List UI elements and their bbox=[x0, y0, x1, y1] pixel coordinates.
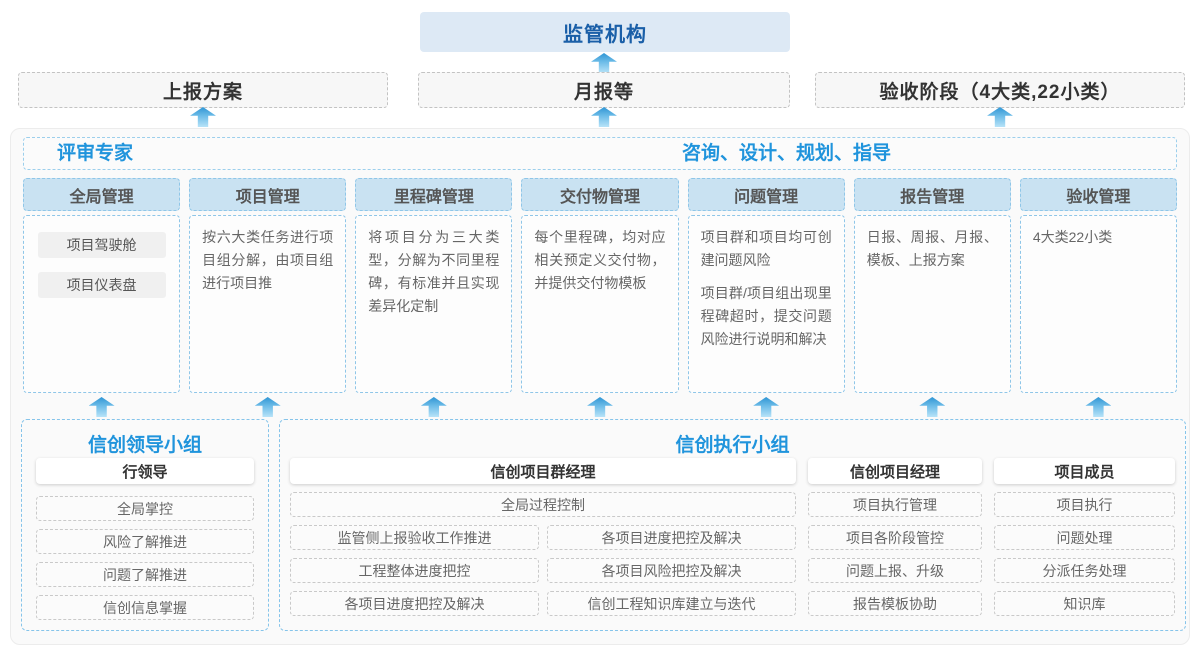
duty-item: 各项目进度把控及解决 bbox=[547, 525, 796, 550]
up-arrow-icon bbox=[1085, 397, 1112, 417]
column-header: 项目管理 bbox=[189, 178, 347, 211]
column-body: 4大类22小类 bbox=[1019, 215, 1177, 393]
feature-chip: 项目仪表盘 bbox=[37, 272, 166, 298]
duty-item: 各项目进度把控及解决 bbox=[290, 591, 539, 616]
review-experts-title: 评审专家 bbox=[57, 143, 134, 164]
role-header: 行领导 bbox=[36, 458, 254, 484]
report-box-label: 验收阶段（4大类,22小类） bbox=[879, 81, 1121, 103]
program-manager-grid: 监管侧上报验收工作推进 各项目进度把控及解决 工程整体进度把控 各项目风险把控及… bbox=[290, 525, 796, 616]
column-description: 项目群/项目组出现里程碑超时，提交问题风险进行说明和解决 bbox=[700, 285, 832, 348]
project-member-column: 项目成员 项目执行 问题处理 分派任务处理 知识库 bbox=[994, 458, 1175, 616]
column-body: 日报、周报、月报、模板、上报方案 bbox=[853, 215, 1011, 393]
arrow-slot bbox=[189, 397, 346, 418]
regulator-box: 监管机构 bbox=[420, 12, 790, 52]
duty-item: 信创工程知识库建立与迭代 bbox=[547, 591, 796, 616]
role-header: 信创项目经理 bbox=[808, 458, 982, 484]
duty-item: 知识库 bbox=[994, 591, 1175, 616]
duty-item: 全局掌控 bbox=[36, 496, 254, 521]
report-box-label: 月报等 bbox=[573, 81, 634, 103]
column-description: 每个里程碑，均对应相关预定义交付物，并提供交付物模板 bbox=[534, 229, 666, 292]
column-acceptance-mgmt: 验收管理 4大类22小类 bbox=[1019, 178, 1177, 393]
column-header: 报告管理 bbox=[853, 178, 1011, 211]
report-box-acceptance: 验收阶段（4大类,22小类） bbox=[815, 72, 1185, 108]
arrow-slot bbox=[521, 397, 678, 418]
up-arrow-icon bbox=[190, 107, 216, 127]
column-body: 项目群和项目均可创建问题风险 项目群/项目组出现里程碑超时，提交问题风险进行说明… bbox=[687, 215, 845, 393]
leadership-group-box: 信创领导小组 行领导 全局掌控 风险了解推进 问题了解推进 信创信息掌握 bbox=[21, 419, 269, 631]
column-description: 按六大类任务进行项目组分解，由项目组进行项目推 bbox=[202, 229, 334, 292]
column-header: 全局管理 bbox=[23, 178, 181, 211]
report-box-plan: 上报方案 bbox=[18, 72, 388, 108]
column-header: 里程碑管理 bbox=[355, 178, 513, 211]
column-arrows-row bbox=[23, 397, 1177, 418]
leadership-group-title: 信创领导小组 bbox=[87, 435, 202, 456]
platform-header-band: 评审专家 咨询、设计、规划、指导 bbox=[23, 137, 1177, 170]
platform-columns: 全局管理 项目驾驶舱 项目仪表盘 项目管理 按六大类任务进行项目组分解，由项目组… bbox=[23, 178, 1177, 393]
column-report-mgmt: 报告管理 日报、周报、月报、模板、上报方案 bbox=[853, 178, 1011, 393]
duty-item: 项目执行 bbox=[994, 492, 1175, 517]
duty-item: 项目执行管理 bbox=[808, 492, 982, 517]
up-arrow-icon bbox=[586, 397, 613, 417]
column-description: 日报、周报、月报、模板、上报方案 bbox=[866, 229, 998, 269]
duty-item: 报告模板协助 bbox=[808, 591, 982, 616]
execution-group-content: 信创项目群经理 全局过程控制 监管侧上报验收工作推进 各项目进度把控及解决 工程… bbox=[280, 458, 1185, 616]
execution-group-box: 信创执行小组 信创项目群经理 全局过程控制 监管侧上报验收工作推进 各项目进度把… bbox=[279, 419, 1186, 631]
up-arrow-icon bbox=[753, 397, 780, 417]
duty-item: 项目各阶段管控 bbox=[808, 525, 982, 550]
up-arrow-icon bbox=[591, 107, 617, 127]
role-header: 项目成员 bbox=[994, 458, 1175, 484]
platform-container: 评审专家 咨询、设计、规划、指导 全局管理 项目驾驶舱 项目仪表盘 项目管理 按… bbox=[10, 128, 1190, 645]
report-box-label: 上报方案 bbox=[162, 81, 243, 103]
arrow-slot bbox=[1020, 397, 1177, 418]
up-arrow-icon bbox=[88, 397, 115, 417]
duty-item: 各项目风险把控及解决 bbox=[547, 558, 796, 583]
column-body: 项目驾驶舱 项目仪表盘 bbox=[23, 215, 181, 393]
duty-item: 问题了解推进 bbox=[36, 562, 254, 587]
column-body: 将项目分为三大类型，分解为不同里程碑，有标准并且实现差异化定制 bbox=[355, 215, 513, 393]
consulting-title: 咨询、设计、规划、指导 bbox=[682, 143, 892, 164]
arrow-slot bbox=[688, 397, 845, 418]
feature-chip: 项目驾驶舱 bbox=[37, 232, 166, 258]
up-arrow-icon bbox=[591, 53, 617, 73]
duty-item: 问题上报、升级 bbox=[808, 558, 982, 583]
duty-item: 工程整体进度把控 bbox=[290, 558, 539, 583]
column-header: 交付物管理 bbox=[521, 178, 679, 211]
program-manager-column: 信创项目群经理 全局过程控制 监管侧上报验收工作推进 各项目进度把控及解决 工程… bbox=[290, 458, 796, 616]
column-body: 每个里程碑，均对应相关预定义交付物，并提供交付物模板 bbox=[521, 215, 679, 393]
project-manager-column: 信创项目经理 项目执行管理 项目各阶段管控 问题上报、升级 报告模板协助 bbox=[808, 458, 982, 616]
duty-item: 监管侧上报验收工作推进 bbox=[290, 525, 539, 550]
up-arrow-icon bbox=[919, 397, 946, 417]
arrow-slot bbox=[854, 397, 1011, 418]
column-description: 4大类22小类 bbox=[1032, 229, 1113, 245]
duty-item: 信创信息掌握 bbox=[36, 595, 254, 620]
duty-item: 全局过程控制 bbox=[290, 492, 796, 517]
duty-item: 分派任务处理 bbox=[994, 558, 1175, 583]
column-deliverable-mgmt: 交付物管理 每个里程碑，均对应相关预定义交付物，并提供交付物模板 bbox=[521, 178, 679, 393]
column-milestone-mgmt: 里程碑管理 将项目分为三大类型，分解为不同里程碑，有标准并且实现差异化定制 bbox=[355, 178, 513, 393]
execution-group-title: 信创执行小组 bbox=[675, 435, 790, 456]
duty-item: 风险了解推进 bbox=[36, 529, 254, 554]
column-global-mgmt: 全局管理 项目驾驶舱 项目仪表盘 bbox=[23, 178, 181, 393]
role-header: 信创项目群经理 bbox=[290, 458, 796, 484]
column-header: 问题管理 bbox=[687, 178, 845, 211]
arrow-slot bbox=[23, 397, 180, 418]
arrow-slot bbox=[355, 397, 512, 418]
up-arrow-icon bbox=[987, 107, 1013, 127]
duty-item: 问题处理 bbox=[994, 525, 1175, 550]
column-description: 项目群和项目均可创建问题风险 bbox=[700, 229, 832, 269]
report-box-monthly: 月报等 bbox=[418, 72, 790, 108]
column-header: 验收管理 bbox=[1019, 178, 1177, 211]
column-body: 按六大类任务进行项目组分解，由项目组进行项目推 bbox=[189, 215, 347, 393]
up-arrow-icon bbox=[254, 397, 281, 417]
column-project-mgmt: 项目管理 按六大类任务进行项目组分解，由项目组进行项目推 bbox=[189, 178, 347, 393]
column-issue-mgmt: 问题管理 项目群和项目均可创建问题风险 项目群/项目组出现里程碑超时，提交问题风… bbox=[687, 178, 845, 393]
up-arrow-icon bbox=[420, 397, 447, 417]
leadership-group-content: 行领导 全局掌控 风险了解推进 问题了解推进 信创信息掌握 bbox=[22, 458, 268, 620]
column-description: 将项目分为三大类型，分解为不同里程碑，有标准并且实现差异化定制 bbox=[368, 229, 500, 315]
regulator-label: 监管机构 bbox=[563, 23, 647, 46]
